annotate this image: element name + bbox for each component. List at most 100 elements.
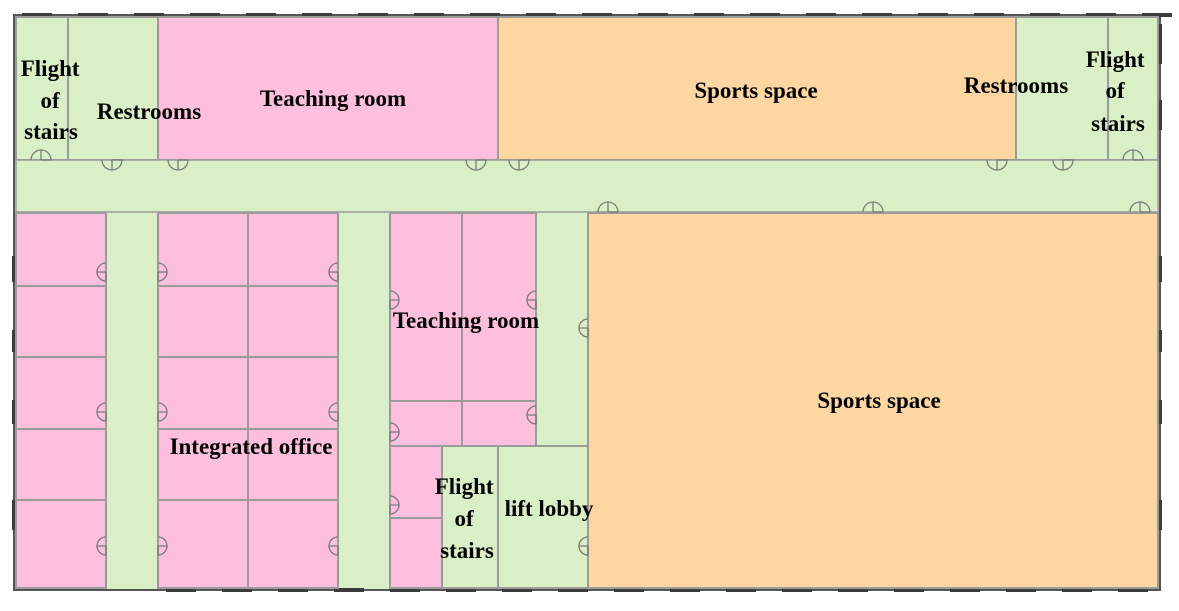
door-icon — [1122, 149, 1144, 161]
window-dash — [726, 588, 756, 592]
room-lift-lobby — [497, 445, 589, 589]
window-dash — [862, 13, 892, 17]
window-dash — [614, 588, 644, 592]
door-icon — [167, 159, 189, 171]
window-dash — [1062, 588, 1092, 592]
window-dash — [1158, 24, 1162, 64]
window-dash — [222, 588, 252, 592]
window-dash — [558, 588, 588, 592]
door-icon — [30, 149, 52, 161]
window-dash — [1158, 100, 1162, 130]
label-teaching-mid: Teaching room — [393, 308, 539, 333]
window-dash — [358, 13, 388, 17]
window-dash — [446, 588, 476, 592]
window-dash — [414, 13, 444, 17]
door-icon — [157, 262, 168, 282]
window-dash — [1086, 13, 1116, 17]
window-dash — [918, 13, 948, 17]
window-dash — [334, 588, 364, 592]
room-sports-main — [587, 212, 1159, 589]
door-swings — [30, 149, 1151, 556]
window-dash — [190, 13, 220, 17]
label-stairs-top-left: Flight of stairs — [21, 56, 86, 144]
door-icon — [96, 536, 107, 556]
office-block-center — [157, 212, 339, 589]
window-dash — [526, 13, 556, 17]
window-dash — [1142, 13, 1172, 17]
main-corridor — [15, 159, 1159, 213]
window-dash — [78, 13, 108, 17]
window-dash — [1030, 13, 1060, 17]
window-dash — [1118, 588, 1148, 592]
door-icon — [1052, 159, 1074, 171]
door-icon — [1129, 201, 1151, 213]
label-restrooms-left: Restrooms — [97, 99, 201, 124]
teaching-block-middle — [389, 212, 537, 589]
door-icon — [508, 159, 530, 171]
window-dash — [12, 256, 16, 282]
window-dash — [950, 588, 980, 592]
window-dash — [782, 588, 812, 592]
window-dash — [1158, 330, 1162, 352]
window-dash — [1006, 588, 1036, 592]
door-icon — [328, 536, 339, 556]
window-dash — [1158, 256, 1162, 282]
window-dash — [694, 13, 724, 17]
door-icon — [389, 290, 400, 310]
window-dash — [12, 400, 16, 424]
window-dash — [1158, 400, 1162, 424]
window-dash — [246, 13, 276, 17]
door-icon — [526, 405, 537, 425]
door-icon — [465, 159, 487, 171]
label-teaching-top: Teaching room — [260, 86, 406, 111]
label-sports-top: Sports space — [694, 78, 817, 103]
window-dash — [894, 588, 924, 592]
window-dash — [166, 588, 196, 592]
office-column-left — [15, 212, 107, 589]
door-icon — [96, 262, 107, 282]
room-stairs-bottom — [441, 445, 499, 589]
window-dash — [390, 588, 420, 592]
window-dash — [670, 588, 700, 592]
window-dash — [470, 13, 500, 17]
window-dash — [12, 330, 16, 352]
door-icon — [157, 536, 168, 556]
window-dash — [806, 13, 836, 17]
door-icon — [96, 402, 107, 422]
window-dash — [582, 13, 612, 17]
window-strips — [12, 13, 1172, 592]
door-icon — [862, 201, 884, 213]
door-icon — [986, 159, 1008, 171]
window-dash — [638, 13, 668, 17]
door-icon — [157, 402, 168, 422]
door-icon — [101, 159, 123, 171]
label-stairs-bottom: Flight of stairs — [435, 474, 500, 563]
door-icon — [526, 290, 537, 310]
label-stairs-top-right: Flight of stairs — [1086, 47, 1151, 136]
door-icon — [389, 495, 400, 515]
room-sports-top — [497, 16, 1017, 161]
window-dash — [502, 588, 532, 592]
window-dash — [750, 13, 780, 17]
room-stairs-top-right — [1107, 16, 1159, 161]
window-dash — [974, 13, 1004, 17]
window-dash — [22, 13, 52, 17]
room-restrooms-left — [67, 16, 159, 161]
window-dash — [134, 13, 164, 17]
door-icon — [578, 318, 589, 338]
room-teaching-top — [157, 16, 499, 161]
door-icon — [328, 262, 339, 282]
door-icon — [389, 422, 400, 442]
window-dash — [12, 500, 16, 530]
label-sports-main: Sports space — [817, 388, 940, 413]
door-icon — [328, 402, 339, 422]
door-icon — [597, 201, 619, 213]
door-icon — [578, 536, 589, 556]
label-lift-lobby: lift lobby — [505, 496, 594, 521]
window-dash — [838, 588, 868, 592]
window-dash — [1158, 500, 1162, 530]
label-integrated-office: Integrated office — [170, 434, 333, 459]
window-dash — [302, 13, 332, 17]
label-restrooms-right: Restrooms — [964, 73, 1068, 98]
